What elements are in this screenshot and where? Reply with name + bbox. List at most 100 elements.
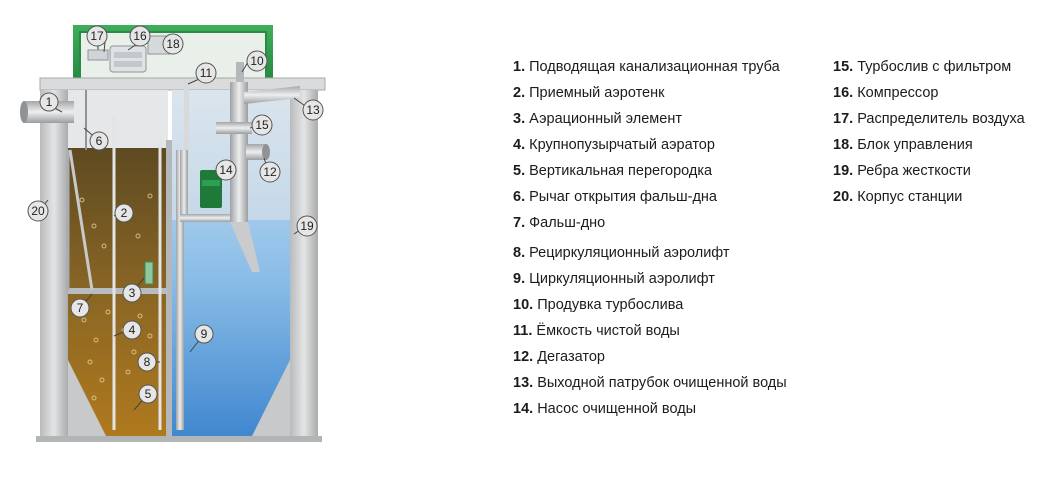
station-body <box>39 77 326 440</box>
svg-text:7: 7 <box>77 301 84 315</box>
legend-text: Аэрационный элемент <box>529 111 682 127</box>
legend-item: 4. Крупнопузырчатый аэратор <box>513 135 818 155</box>
legend-text: Распределитель воздуха <box>857 111 1025 127</box>
svg-text:3: 3 <box>129 286 136 300</box>
false-bottom <box>66 149 168 294</box>
legend-number: 6. <box>513 189 526 205</box>
callout-16: 16 <box>129 25 151 47</box>
callout-10: 10 <box>246 50 268 72</box>
svg-text:17: 17 <box>90 29 104 43</box>
legend-item: 13. Выходной патрубок очищенной воды <box>513 373 818 393</box>
callout-3: 3 <box>122 283 142 303</box>
callout-14: 14 <box>215 159 237 181</box>
callout-11: 11 <box>195 62 217 84</box>
callout-17: 17 <box>86 25 108 47</box>
legend-item: 9. Циркуляционный аэролифт <box>513 269 818 289</box>
legend-text: Продувка турбослива <box>537 297 684 313</box>
legend-number: 3. <box>513 111 526 127</box>
legend-text: Ребра жесткости <box>857 163 971 179</box>
legend-item: 18. Блок управления <box>833 135 1055 155</box>
legend-number: 11. <box>513 323 533 339</box>
legend-text: Выходной патрубок очищенной воды <box>537 375 787 391</box>
legend-item: 2. Приемный аэротенк <box>513 83 818 103</box>
turbo-drain <box>216 62 260 272</box>
legend-number: 4. <box>513 137 526 153</box>
legend-number: 15. <box>833 59 854 75</box>
callout-18: 18 <box>162 33 184 55</box>
legend-number: 5. <box>513 163 526 179</box>
legend-item: 10. Продувка турбослива <box>513 295 818 315</box>
svg-text:19: 19 <box>300 219 314 233</box>
compressor <box>109 45 147 73</box>
svg-text:20: 20 <box>31 204 45 218</box>
svg-text:16: 16 <box>133 29 147 43</box>
legend-number: 9. <box>513 271 526 287</box>
legend-item: 16. Компрессор <box>833 83 1055 103</box>
callout-20: 20 <box>27 200 49 222</box>
legend-text: Вертикальная перегородка <box>529 163 713 179</box>
legend-number: 16. <box>833 85 854 101</box>
svg-text:14: 14 <box>219 163 233 177</box>
legend-text: Подводящая канализационная труба <box>529 59 780 75</box>
callout-13: 13 <box>302 99 324 121</box>
aeration-element <box>144 261 154 285</box>
legend-number: 12. <box>513 349 534 365</box>
callout-4: 4 <box>122 320 142 340</box>
svg-text:15: 15 <box>255 118 269 132</box>
legend-text: Приемный аэротенк <box>529 85 665 101</box>
callout-1: 1 <box>39 92 59 112</box>
legend-number: 10. <box>513 297 534 313</box>
legend-item: 6. Рычаг открытия фальш-дна <box>513 187 818 207</box>
svg-text:5: 5 <box>145 387 152 401</box>
callout-19: 19 <box>296 215 318 237</box>
svg-text:10: 10 <box>250 54 264 68</box>
legend-item: 11. Ёмкость чистой воды <box>513 321 818 341</box>
svg-text:8: 8 <box>144 355 151 369</box>
legend-text: Рычаг открытия фальш-дна <box>529 189 717 205</box>
callout-6: 6 <box>89 131 109 151</box>
legend-number: 7. <box>513 215 526 231</box>
legend-item: 1. Подводящая канализационная труба <box>513 57 818 77</box>
legend-item: 5. Вертикальная перегородка <box>513 161 818 181</box>
callout-15: 15 <box>251 114 273 136</box>
legend-item: 3. Аэрационный элемент <box>513 109 818 129</box>
hopper-bottom <box>36 360 322 442</box>
svg-text:2: 2 <box>121 206 128 220</box>
vertical-partition <box>166 140 172 440</box>
legend-number: 8. <box>513 245 526 261</box>
callout-9: 9 <box>194 324 214 344</box>
svg-text:18: 18 <box>166 37 180 51</box>
legend-number: 18. <box>833 137 854 153</box>
legend-text: Корпус станции <box>857 189 963 205</box>
svg-text:13: 13 <box>306 103 320 117</box>
legend-item: 17. Распределитель воздуха <box>833 109 1055 129</box>
pump <box>180 150 230 222</box>
legend-number: 1. <box>513 59 526 75</box>
legend-text: Турбослив с фильтром <box>857 59 1012 75</box>
legend-text: Компрессор <box>857 85 939 101</box>
legend-number: 20. <box>833 189 854 205</box>
svg-text:12: 12 <box>263 165 277 179</box>
legend-item: 15. Турбослив с фильтром <box>833 57 1055 77</box>
svg-text:6: 6 <box>96 134 103 148</box>
callout-7: 7 <box>70 298 90 318</box>
callout-2: 2 <box>114 203 134 223</box>
legend-text: Ёмкость чистой воды <box>536 323 680 339</box>
callout-8: 8 <box>137 352 157 372</box>
aeration-lines <box>85 90 162 430</box>
legend-item: 12. Дегазатор <box>513 347 818 367</box>
legend-number: 2. <box>513 85 526 101</box>
legend-text: Циркуляционный аэролифт <box>529 271 715 287</box>
svg-text:9: 9 <box>201 327 208 341</box>
legend-text: Крупнопузырчатый аэратор <box>529 137 715 153</box>
legend-number: 19. <box>833 163 854 179</box>
legend-item: 8. Рециркуляционный аэролифт <box>513 243 818 263</box>
callout-12: 12 <box>259 161 281 183</box>
legend-item: 19. Ребра жесткости <box>833 161 1055 181</box>
legend-text: Блок управления <box>857 137 973 153</box>
legend-text: Насос очищенной воды <box>537 401 697 417</box>
outlet-pipe <box>244 86 300 160</box>
legend-text: Рециркуляционный аэролифт <box>529 245 730 261</box>
